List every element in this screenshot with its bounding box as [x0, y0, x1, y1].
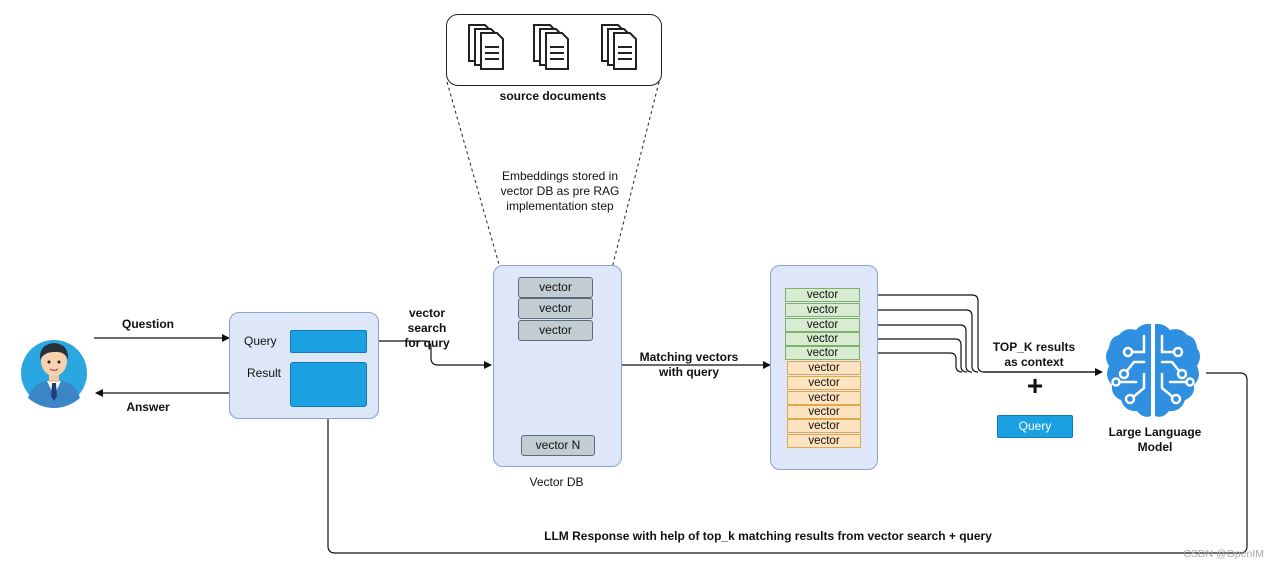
other-vector: vector — [787, 405, 861, 419]
other-vector: vector — [787, 391, 861, 405]
vector-search-arrow — [366, 340, 492, 369]
question-label: Question — [121, 317, 174, 331]
watermark: CSDN @OpenIM — [1183, 548, 1264, 560]
document-icons — [468, 24, 637, 70]
vector-db-label: Vector DB — [529, 475, 584, 489]
plus-sign: + — [1026, 370, 1044, 401]
query-button[interactable]: Query — [997, 415, 1073, 438]
query-field[interactable] — [290, 330, 367, 353]
query-field-label: Query — [244, 334, 277, 348]
top-k-vector: vector — [785, 288, 860, 302]
top-k-label: TOP_K results as context — [992, 340, 1076, 369]
matching-vectors-label: Matching vectors with query — [639, 350, 739, 379]
other-vector: vector — [787, 434, 861, 448]
vector-db-row: vector — [518, 298, 593, 319]
dashed-projection-right — [611, 81, 660, 269]
other-vector: vector — [787, 361, 861, 375]
result-field-label: Result — [247, 366, 282, 380]
vector-db-row: vector — [518, 320, 593, 341]
source-documents-box — [446, 14, 662, 86]
top-k-vector: vector — [785, 318, 860, 332]
document-stack-icon — [533, 24, 569, 70]
result-field[interactable] — [290, 362, 367, 407]
llm-label: Large Language Model — [1108, 425, 1202, 454]
brain-icon — [1106, 323, 1200, 417]
user-avatar — [20, 336, 88, 408]
top-k-vector: vector — [785, 332, 860, 346]
top-k-vector: vector — [785, 303, 860, 317]
top-k-vector: vector — [785, 346, 860, 360]
llm-response-arrow — [324, 372, 1248, 554]
vector-search-label: vector search for qury — [404, 306, 450, 350]
document-stack-icon — [601, 24, 637, 70]
vector-db-row-last: vector N — [521, 435, 595, 456]
document-stack-icon — [468, 24, 504, 70]
other-vector: vector — [787, 419, 861, 433]
vector-db-row: vector — [518, 277, 593, 298]
other-vector: vector — [787, 376, 861, 390]
llm-response-label: LLM Response with help of top_k matching… — [544, 529, 992, 543]
source-documents-label: source documents — [499, 89, 607, 103]
embeddings-note: Embeddings stored in vector DB as pre RA… — [500, 169, 620, 213]
user-icon — [21, 340, 87, 408]
answer-label: Answer — [126, 400, 170, 414]
dashed-projection-left — [446, 81, 501, 269]
llm-brain — [1106, 322, 1200, 420]
